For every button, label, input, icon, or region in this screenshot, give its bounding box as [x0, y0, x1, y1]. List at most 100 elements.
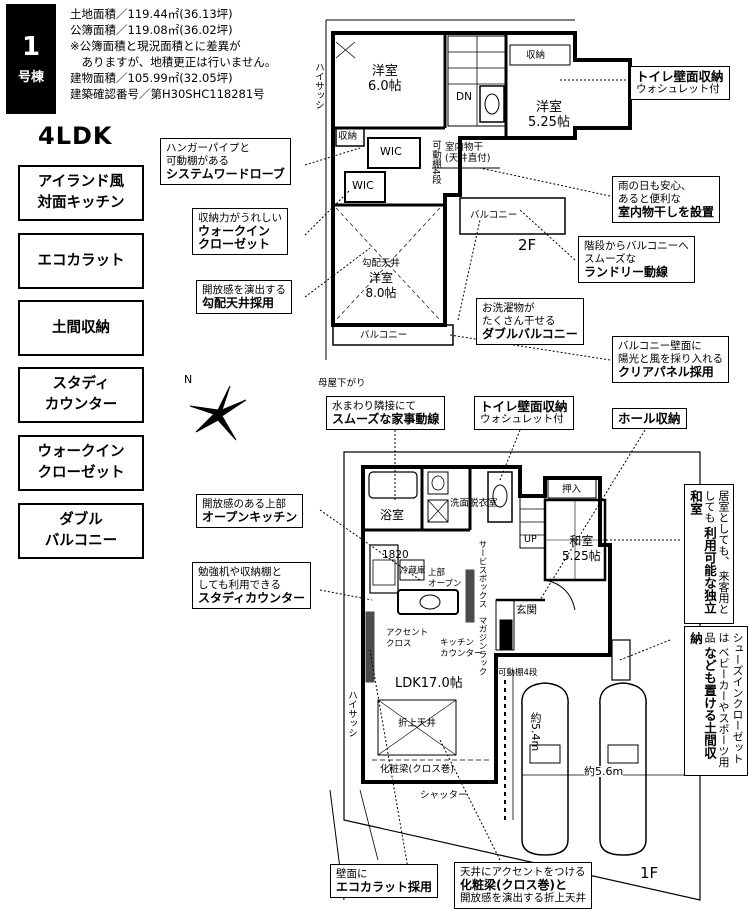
feature-text: カウンター [44, 397, 118, 413]
label-text: オープン [428, 579, 462, 589]
label-closet: 押入 [562, 484, 582, 495]
label-service-box: サービスボックス [477, 540, 487, 608]
feature-text: ダブル [59, 512, 103, 528]
label-1f-high-sash: ハイサッシ [346, 690, 357, 738]
callout-line: ランドリー動線 [584, 265, 669, 279]
callout-japanese-room: 居室としても、 来客用としても 利用可能な独立和室 [684, 484, 734, 624]
label-shutter: シャッター [420, 790, 468, 801]
callout-line: 来客用としても [703, 490, 730, 615]
callout-walk-in-closet: 収納力がうれしい ウォークイン クローゼット [192, 208, 288, 255]
label-text: キッチン [440, 638, 475, 648]
callout-line: ベビーカーやスポーツ用品 [703, 632, 730, 768]
label-beam: 化粧梁(クロス巻) [380, 764, 454, 775]
lot-suffix: 号棟 [17, 69, 44, 85]
callout-line: 開放感のある上部 [202, 498, 286, 510]
callout-line: 室内物干しを設置 [618, 205, 715, 219]
callout-line: なども置ける土間収納 [688, 632, 717, 759]
callout-line: ウォシュレット付 [480, 413, 564, 425]
room-size: 5.25帖 [562, 549, 601, 563]
callout-line: 利用可能な独立和室 [688, 490, 717, 614]
room-name: 洋室 [371, 64, 398, 79]
callout-line: クローゼット [198, 237, 271, 251]
callout-line: お洗濯物が [482, 302, 535, 314]
callout-line: システムワードローブ [166, 167, 285, 181]
room-name: 洋室 [369, 271, 394, 285]
room-2f-east: 洋室 5.25帖 [528, 100, 570, 130]
callout-line: 勉強机や収納棚と [198, 566, 282, 578]
callout-line: バルコニー壁面に [618, 340, 702, 352]
callout-ceiling-beam: 天井にアクセントをつける 化粧梁(クロス巻)と 開放感を演出する折上天井 [454, 862, 592, 909]
label-shelf-4: 可動棚4段 [498, 668, 538, 678]
north-icon: N [184, 373, 193, 386]
callout-ecocarat: 壁面に エコカラット採用 [330, 864, 439, 898]
callout-line: 水まわり隣接にて [332, 400, 416, 412]
feature-text: アイランド風 [37, 174, 125, 190]
feature-text: ウォークイン [37, 444, 125, 460]
callout-line: 可動棚がある [166, 155, 229, 167]
callout-line: トイレ壁面収納 [480, 399, 568, 414]
feature-text: 土間収納 [52, 319, 110, 336]
callout-line: トイレ壁面収納 [636, 69, 724, 84]
label-2f-high-sash: ハイサッシ [313, 62, 324, 110]
label-kitchen-counter: キッチン カウンター [440, 638, 483, 660]
feature-double-balcony: ダブルバルコニー [18, 503, 144, 559]
room-name: 洋室 [535, 100, 562, 115]
label-below: 母屋下がり [318, 378, 366, 389]
label-text: (天井直付) [445, 153, 491, 164]
label-text: 室内物干 [445, 142, 484, 153]
label-2f-dn: DN [456, 91, 472, 103]
callout-1f-toilet-storage: トイレ壁面収納 ウォシュレット付 [474, 396, 574, 430]
room-size: 5.25帖 [528, 115, 570, 130]
callout-line: ダブルバルコニー [482, 327, 578, 341]
room-size: 8.0帖 [365, 286, 397, 300]
callout-line: しても利用できる [198, 579, 281, 591]
callout-line: 雨の日も安心、 [618, 180, 692, 192]
callout-line: 開放感を演出する [202, 284, 286, 296]
floor-label-2f: 2F [518, 236, 537, 254]
label-2f-wic: WIC [380, 145, 402, 158]
feature-earth-storage: 土間収納 [18, 300, 144, 356]
feature-text: 対面キッチン [37, 195, 125, 211]
label-2f-wic-2: WIC [352, 179, 374, 192]
callout-open-kitchen: 開放感のある上部 オープンキッチン [196, 494, 304, 528]
callout-hall-storage: ホール収納 [612, 408, 687, 429]
room-washroom: 洗面脱衣室 [450, 498, 498, 509]
lot-number: 1 [21, 31, 41, 62]
label-2f-storage: 収納 [526, 50, 546, 61]
floor-label-1f: 1F [640, 864, 659, 882]
callout-line: エコカラット採用 [336, 880, 433, 894]
callout-line: 勾配天井採用 [202, 296, 275, 310]
spec-list: 土地面積／119.44㎡(36.13坪) 公簿面積／119.08㎡(36.02坪… [70, 6, 276, 102]
callout-line: 階段からバルコニーへ [584, 240, 689, 252]
layout-type: 4LDK [38, 122, 113, 150]
label-entrance: 玄関 [516, 604, 537, 616]
label-refrigerator: 冷蔵庫 [400, 566, 426, 576]
feature-walk-in-closet: ウォークインクローゼット [18, 435, 144, 491]
callout-clear-panel: バルコニー壁面に 陽光と風を採り入れる クリアパネル採用 [612, 336, 729, 383]
callout-line: スムーズな [584, 253, 636, 265]
room-2f-south: 勾配天井 洋室 8.0帖 [362, 255, 400, 301]
feature-island-kitchen: アイランド風対面キッチン [18, 165, 144, 221]
callout-line: ハンガーパイプと [166, 142, 250, 154]
spec-note-2: ありますが、地積更正は行いません。 [70, 55, 277, 69]
label-movable-shelf: 可動棚4段 [430, 140, 441, 185]
callout-line: 居室としても、 [717, 490, 730, 567]
lot-number-badge: 1 号棟 [6, 4, 56, 114]
label-1820: 1820 [382, 549, 409, 561]
label-accent-cross: アクセント クロス [386, 628, 428, 650]
room-ldk: LDK17.0帖 [395, 676, 463, 691]
label-balcony-top: バルコニー [470, 210, 518, 221]
callout-line: スタディカウンター [198, 591, 306, 605]
callout-line: スムーズな家事動線 [332, 412, 440, 426]
label-magazine-rack: マガジンラック [477, 616, 487, 676]
callout-line: 壁面に [336, 868, 368, 880]
spec-confirmation-number: 建築確認番号／第H30SHC118281号 [70, 87, 265, 101]
label-dim-width: 約5.6m [584, 765, 624, 778]
callout-line: たくさん干せる [482, 315, 556, 327]
spec-land-area: 土地面積／119.44㎡(36.13坪) [70, 7, 233, 21]
feature-study-counter: スタディカウンター [18, 367, 144, 423]
label-text: 上部 [428, 568, 446, 578]
label-text: カウンター [440, 649, 483, 659]
callout-hanger-pipe: ハンガーパイプと 可動棚がある システムワードローブ [160, 138, 291, 185]
label-balcony-bottom: バルコニー [360, 330, 408, 341]
